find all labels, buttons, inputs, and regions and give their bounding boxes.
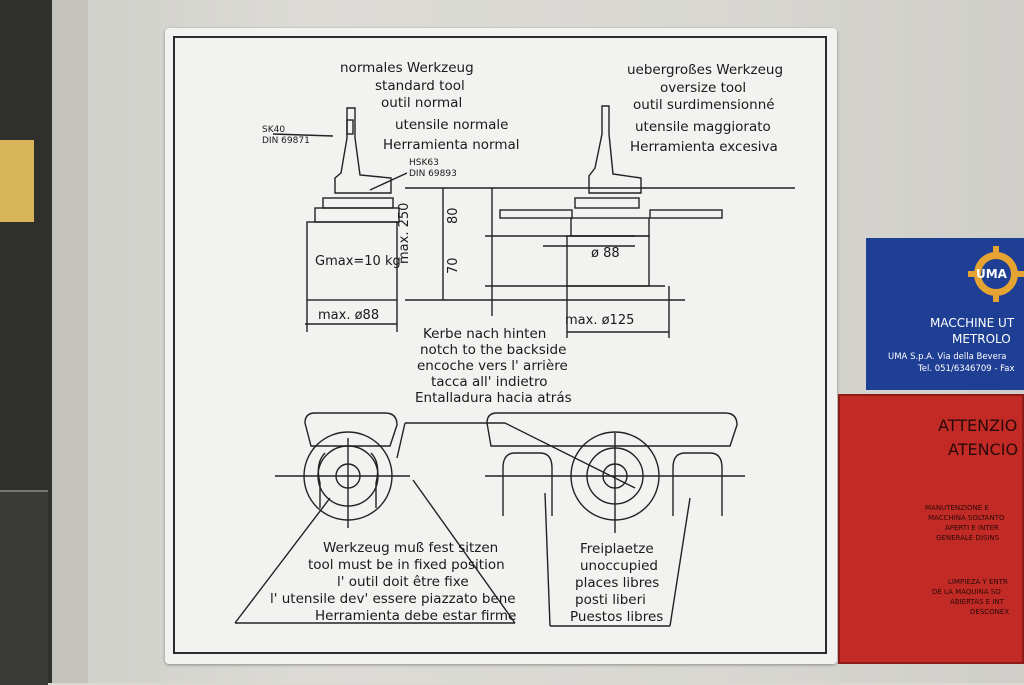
uma-line-4: Tel. 051/6346709 - Fax [918, 364, 1015, 374]
sk40-label: SK40 [262, 125, 286, 135]
notch-line-3: encoche vers l' arrière [417, 358, 568, 374]
warning-label: ATTENZIO ATENCIO MANUTENZIONE E MACCHINA… [838, 394, 1024, 664]
warning-body-2: MACCHINA SOLTANTO [928, 514, 1005, 522]
notch-line-5: Entalladura hacia atrás [415, 390, 572, 406]
standard-tool-line-2: standard tool [375, 78, 465, 94]
standard-tool-line-4: utensile normale [395, 117, 509, 133]
oversize-tool-line-1: uebergroßes Werkzeug [627, 62, 784, 78]
max250-label: max. 250 [397, 202, 412, 264]
din69893-label: DIN 69893 [409, 169, 457, 179]
oversize-tool-drawing [499, 105, 723, 338]
warning-body-9: DESCONEX [970, 608, 1010, 616]
fixed-line-4: l' utensile dev' essere piazzato bene [270, 591, 516, 607]
hsk63-label: HSK63 [409, 158, 439, 168]
warning-body-3: APERTI E INTER [945, 524, 999, 532]
notch-line-2: notch to the backside [420, 342, 567, 358]
fixed-line-5: Herramienta debe estar firme [315, 608, 517, 624]
warning-heading-2: ATENCIO [948, 440, 1019, 459]
warning-body-6: LIMPIEZA Y ENTR [948, 578, 1008, 586]
uma-line-1: MACCHINE UT [930, 316, 1015, 330]
oversize-tool-line-4: utensile maggiorato [635, 119, 771, 135]
din69871-label: DIN 69871 [262, 136, 310, 146]
uma-line-3: UMA S.p.A. Via della Bevera [888, 352, 1007, 362]
uma-line-2: METROLO [952, 332, 1011, 346]
gmax-label: Gmax=10 kg [315, 254, 401, 269]
warning-body-1: MANUTENZIONE E [925, 504, 989, 512]
oversize-tool-line-5: Herramienta excesiva [630, 139, 778, 155]
max-d125-label: max. ø125 [565, 313, 635, 328]
free-line-5: Puestos libres [570, 609, 664, 625]
warning-heading-1: ATTENZIO [938, 416, 1018, 435]
fixed-line-3: l' outil doit être fixe [337, 574, 469, 590]
d88-label: ø 88 [591, 246, 620, 261]
plate-frame [173, 36, 827, 654]
tool-instruction-plate: normales Werkzeug standard tool outil no… [165, 28, 837, 664]
warning-body-7: DE LA MAQUINA SO [932, 588, 1001, 596]
free-line-1: Freiplaetze [580, 541, 654, 557]
free-line-4: posti liberi [575, 592, 646, 608]
warning-body-4: GENERALE DISINS [936, 534, 1000, 542]
magazine-right-drawing [485, 412, 745, 533]
yellow-tag [0, 140, 34, 222]
standard-tool-line-1: normales Werkzeug [340, 60, 474, 76]
max-d88-label: max. ø88 [318, 308, 380, 323]
uma-brand: UMA [976, 267, 1007, 281]
free-line-3: places libres [575, 575, 660, 591]
uma-label: UMA MACCHINE UT METROLO UMA S.p.A. Via d… [866, 238, 1024, 390]
notch-line-4: tacca all' indietro [431, 374, 548, 390]
free-line-2: unoccupied [580, 558, 658, 574]
dim80-label: 80 [446, 207, 461, 224]
magazine-left-drawing [275, 412, 410, 528]
dim70-label: 70 [446, 257, 461, 274]
plastic-pouch [0, 490, 48, 685]
standard-tool-line-5: Herramienta normal [383, 137, 520, 153]
fixed-line-1: Werkzeug muß fest sitzen [323, 540, 499, 556]
technical-drawing [234, 105, 795, 627]
fixed-line-2: tool must be in fixed position [308, 557, 505, 573]
standard-tool-drawing [272, 107, 408, 332]
notch-line-1: Kerbe nach hinten [423, 326, 547, 342]
standard-tool-line-3: outil normal [381, 95, 463, 111]
warning-body-8: ABIERTAS E INT [950, 598, 1004, 606]
cabinet-side [52, 0, 88, 683]
oversize-tool-line-3: outil surdimensionné [633, 97, 775, 113]
oversize-tool-line-2: oversize tool [660, 80, 747, 96]
gear-logo-icon [968, 246, 1024, 302]
